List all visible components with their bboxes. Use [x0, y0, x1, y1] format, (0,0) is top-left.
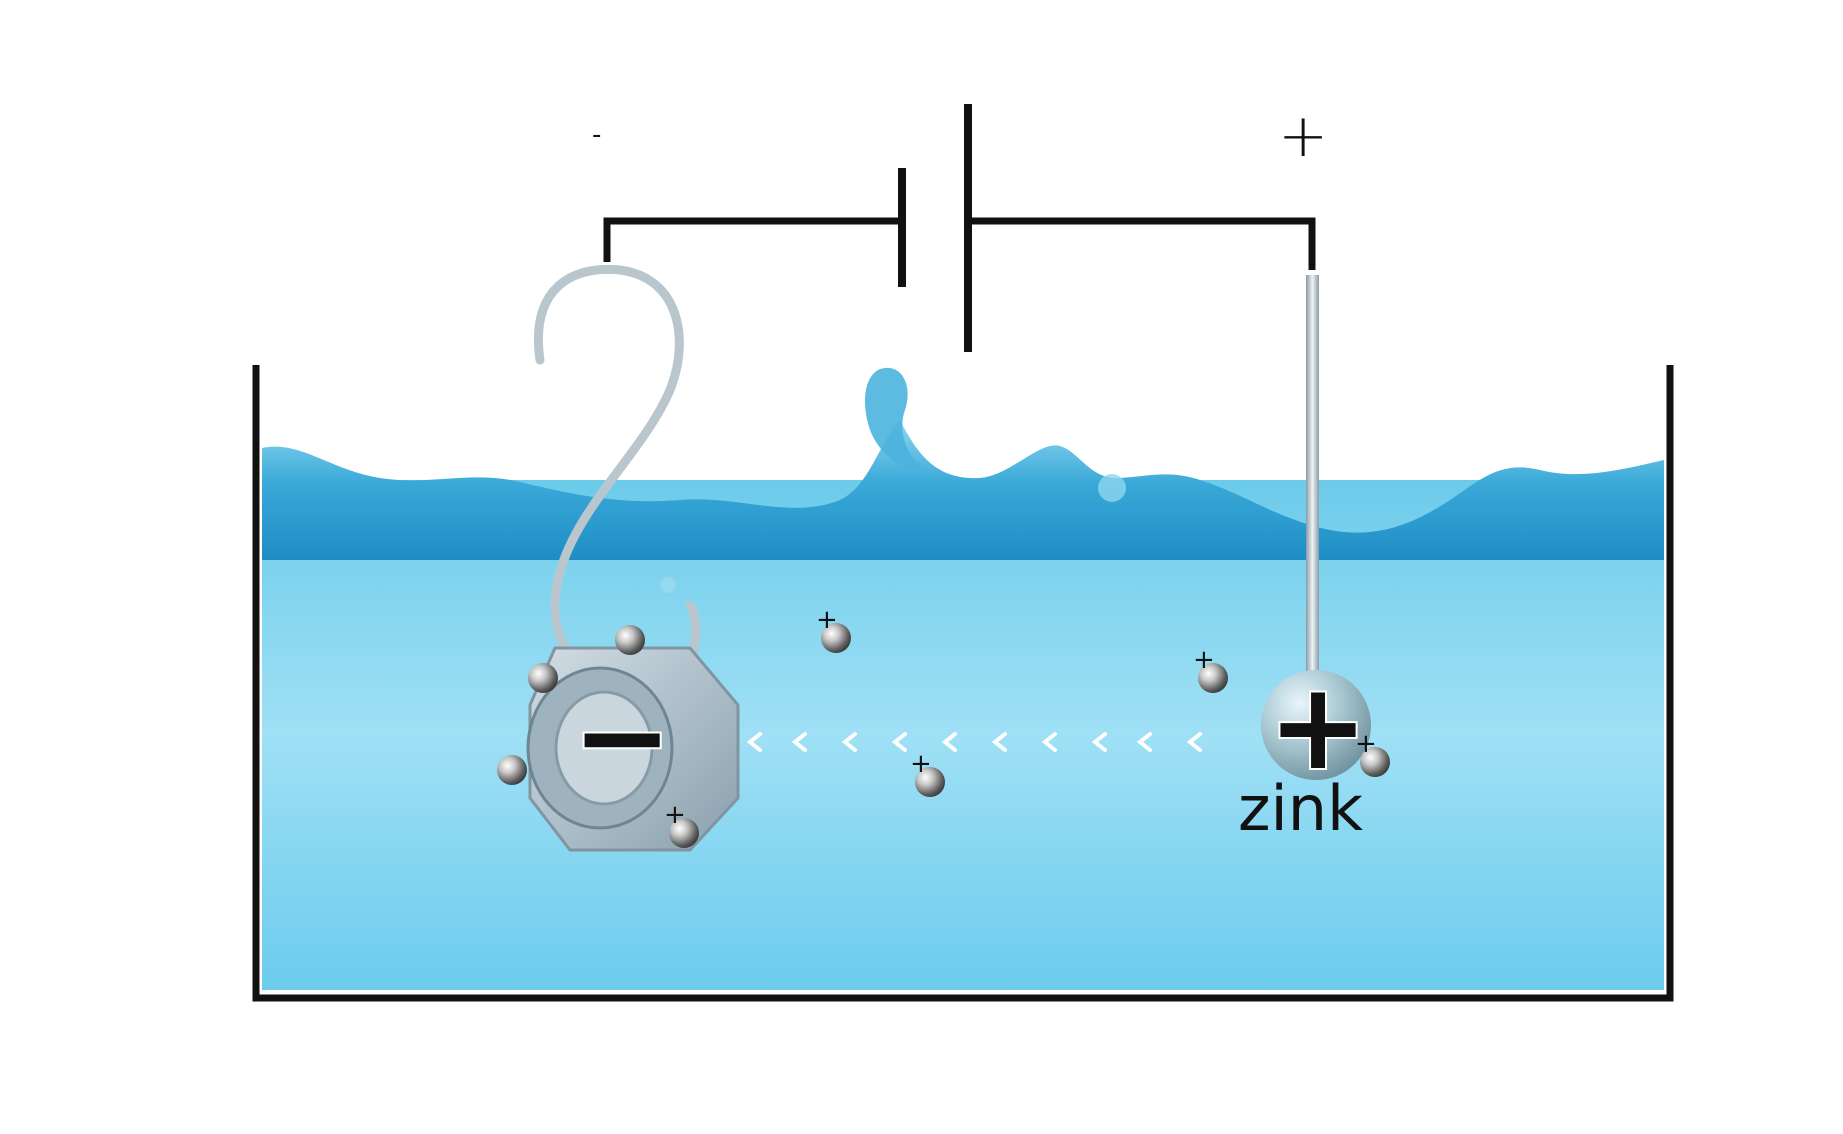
zinc-ion — [1198, 663, 1228, 693]
electron-flow-arrow — [791, 732, 807, 752]
zinc-ion — [615, 625, 645, 655]
water — [262, 367, 1664, 990]
zinc-rod — [1306, 275, 1319, 695]
zinc-ion — [1360, 747, 1390, 777]
electron-flow-arrow — [1041, 732, 1057, 752]
zinc-ions: +++++ — [497, 605, 1390, 848]
electron-flow-arrow — [1136, 732, 1152, 752]
anode-charge-symbol: + — [1268, 658, 1369, 797]
zinc-ion — [669, 818, 699, 848]
ion-charge-symbol: + — [816, 605, 838, 635]
water-splash — [865, 367, 925, 470]
zinc-ion — [821, 623, 851, 653]
electron-flow-arrows — [746, 732, 1202, 752]
zinc-ion — [915, 767, 945, 797]
battery-positive-label: + — [1278, 101, 1329, 171]
hex-nut — [526, 646, 740, 852]
tank — [252, 365, 1674, 1002]
electron-flow-arrow — [1186, 732, 1202, 752]
electron-flow-arrow — [841, 732, 857, 752]
circuit-wire — [603, 217, 1316, 270]
ion-charge-symbol: + — [910, 749, 932, 779]
zinc-anode-sphere — [1261, 670, 1371, 780]
zinc-ion — [497, 755, 527, 785]
water-surface-wave — [262, 420, 1664, 560]
electron-flow-arrow — [941, 732, 957, 752]
battery-symbol — [898, 104, 972, 352]
electron-flow-arrow — [991, 732, 1007, 752]
electron-flow-arrow — [891, 732, 907, 752]
electron-flow-arrow — [1091, 732, 1107, 752]
battery-negative-label: - — [592, 120, 602, 150]
ion-charge-symbol: + — [1193, 645, 1215, 675]
zinc-ion — [528, 663, 558, 693]
ion-charge-symbol: + — [1355, 729, 1377, 759]
zinc-label: zink — [1238, 772, 1363, 845]
ion-charge-symbol: + — [664, 800, 686, 830]
cathode-charge-symbol: − — [572, 668, 673, 807]
electron-flow-arrow — [746, 732, 762, 752]
